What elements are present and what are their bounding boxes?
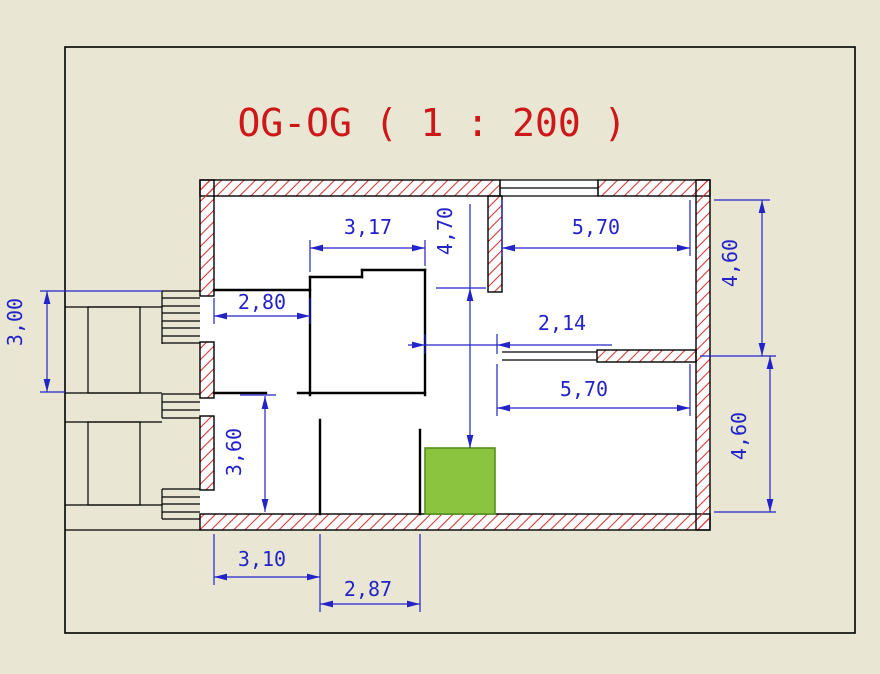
dimension-label: 3,00: [3, 298, 27, 346]
dimension-label: 3,60: [222, 428, 246, 476]
dimension-label: 5,70: [560, 377, 608, 401]
wall-right: [695, 179, 711, 531]
dimension-right-top-depth: 4,60: [700, 199, 776, 357]
wall-top-left: [199, 179, 501, 197]
window-mid: [502, 351, 597, 361]
dimension-label: 3,10: [238, 547, 286, 571]
interior-walls: [212, 268, 427, 516]
dimension-right-bottom-width: 5,70: [496, 364, 691, 416]
dimension-room-top-width: 3,17: [309, 215, 426, 272]
dimension-lower-left-depth: 3,60: [222, 394, 276, 512]
dimension-right-top-width: 5,70: [501, 200, 691, 256]
dimension-label: 2,87: [344, 577, 392, 601]
dimension-label: 3,17: [344, 215, 392, 239]
highlighted-room: [424, 447, 496, 515]
dimension-hall-depth: 4,70: [433, 204, 486, 448]
wall-left-upper: [199, 179, 215, 297]
drawing-frame: [64, 46, 856, 634]
dimension-right-bottom-depth: 4,60: [714, 356, 776, 513]
wall-left-lower: [199, 415, 215, 491]
exterior-walls: [199, 179, 711, 531]
drawing-title: OG-OG ( 1 : 200 ): [238, 101, 627, 145]
stairs-lower: [161, 488, 200, 520]
wall-left-middle: [199, 341, 215, 399]
stairs-upper: [161, 290, 200, 344]
balcony-upper: [65, 306, 162, 394]
stairs-middle: [161, 393, 200, 419]
wall-mid-horizontal: [596, 349, 697, 363]
dimension-label: 4,60: [718, 239, 742, 287]
wall-bottom: [199, 513, 711, 531]
dimension-left-room-width: 2,80: [213, 290, 311, 324]
dimension-label: 4,70: [433, 207, 457, 255]
balcony-lower: [65, 421, 162, 506]
wall-top-right: [597, 179, 711, 197]
dimension-label: 2,14: [538, 311, 586, 335]
dimension-bottom-center-width: 2,87: [319, 534, 421, 612]
dimension-label: 5,70: [572, 215, 620, 239]
dimension-label: 2,80: [238, 290, 286, 314]
window-top: [499, 179, 599, 197]
dimension-bottom-left-width: 3,10: [213, 534, 321, 585]
dimension-label: 4,60: [727, 412, 751, 460]
dimension-stair-bay-depth: 3,00: [3, 290, 162, 393]
wall-center-vertical: [487, 195, 503, 293]
dimension-hall-width: 2,14: [408, 311, 612, 354]
